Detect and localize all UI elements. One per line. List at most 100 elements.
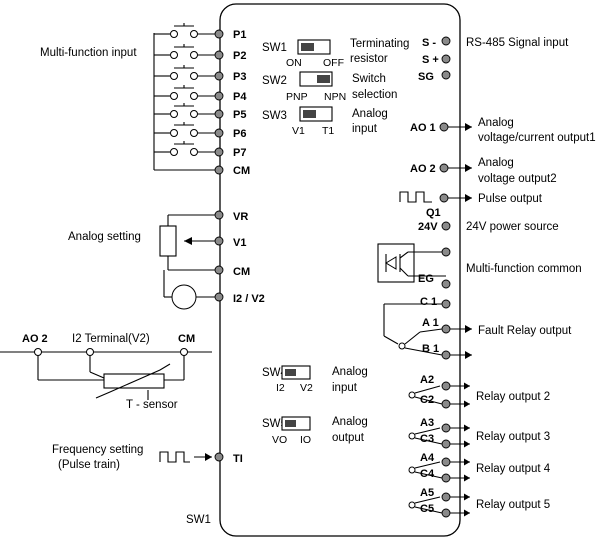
- input-switch-p6: [154, 122, 215, 137]
- terminal-24v[interactable]: 24V: [418, 221, 451, 233]
- ao1-output: AO 1 Analog voltage/current output1: [410, 117, 596, 144]
- switch-sw4[interactable]: SW4 I2 V2 Analog input: [262, 365, 368, 394]
- terminal-i2-v2[interactable]: I2 / V2: [214, 292, 265, 305]
- svg-text:IO: IO: [300, 434, 311, 446]
- svg-text:V1: V1: [233, 237, 246, 249]
- terminal-c1[interactable]: C 1: [420, 296, 451, 309]
- svg-text:V1: V1: [292, 125, 305, 137]
- terminal-ti[interactable]: TI: [214, 452, 243, 465]
- photocoupler: EG Multi-function common: [377, 243, 582, 289]
- relay-4: A4 C4 Relay output 4: [408, 452, 551, 483]
- switch-sw2[interactable]: SW2 PNP NPN Switch selection: [262, 71, 397, 103]
- analog-terminals: VR V1 CM I2 / V2: [214, 210, 265, 305]
- terminal-p4[interactable]: P4: [214, 91, 247, 103]
- svg-text:OFF: OFF: [323, 57, 344, 69]
- input-switch-p5: [154, 103, 215, 118]
- svg-text:A5: A5: [420, 487, 434, 499]
- svg-text:C5: C5: [420, 503, 434, 515]
- terminal-p7[interactable]: P7: [214, 147, 246, 159]
- svg-text:A3: A3: [420, 417, 434, 429]
- svg-text:input: input: [332, 382, 358, 394]
- svg-text:Q1: Q1: [426, 207, 441, 219]
- input-terminals: P1 P2 P3 P4 P5 P6 P7 CM: [214, 29, 250, 177]
- svg-text:A 1: A 1: [422, 317, 439, 329]
- svg-text:P2: P2: [233, 50, 246, 62]
- switch-sw5[interactable]: SW5 VO IO Analog output: [262, 416, 368, 446]
- svg-text:C3: C3: [420, 433, 434, 445]
- svg-text:SW4: SW4: [262, 367, 288, 379]
- svg-text:Analog: Analog: [478, 157, 514, 169]
- terminal-ao2[interactable]: AO 2: [410, 163, 449, 175]
- svg-text:Analog: Analog: [478, 117, 514, 129]
- terminal-p6[interactable]: P6: [214, 128, 246, 140]
- svg-text:AO 2: AO 2: [22, 333, 48, 345]
- svg-text:CM: CM: [233, 165, 250, 177]
- svg-text:A2: A2: [420, 374, 434, 386]
- potentiometer: [159, 214, 219, 310]
- ao2-output: AO 2 Analog voltage output2: [410, 157, 557, 185]
- svg-text:I2 Terminal(V2): I2 Terminal(V2): [72, 333, 150, 345]
- svg-text:P1: P1: [233, 29, 246, 41]
- svg-text:C4: C4: [420, 468, 435, 480]
- svg-text:A4: A4: [420, 452, 435, 464]
- terminal-cm-inputs[interactable]: CM: [214, 165, 250, 177]
- svg-text:NPN: NPN: [324, 91, 346, 103]
- svg-text:SW3: SW3: [262, 110, 287, 122]
- t-sensor-label: T - sensor: [126, 399, 178, 411]
- svg-text:TI: TI: [233, 453, 243, 465]
- svg-text:S +: S +: [422, 54, 439, 66]
- svg-text:VR: VR: [233, 211, 248, 223]
- terminal-v1[interactable]: V1: [214, 236, 246, 249]
- relay-5: A5 C5 Relay output 5: [408, 487, 550, 518]
- terminal-vr[interactable]: VR: [214, 210, 248, 223]
- terminal-p2[interactable]: P2: [214, 50, 246, 62]
- terminal-s-plus[interactable]: S +: [422, 54, 451, 66]
- svg-text:Fault Relay output: Fault Relay output: [478, 325, 572, 337]
- svg-text:Relay output 2: Relay output 2: [476, 391, 550, 403]
- terminal-p1[interactable]: P1: [214, 29, 246, 41]
- svg-text:voltage/current output1: voltage/current output1: [478, 132, 596, 144]
- svg-text:I2: I2: [276, 382, 285, 394]
- terminal-s-minus[interactable]: S -: [422, 36, 451, 49]
- terminal-cm-analog[interactable]: CM: [214, 265, 250, 278]
- svg-text:Analog: Analog: [332, 366, 368, 378]
- svg-text:S -: S -: [422, 37, 436, 49]
- rs485-terminals: S - S + SG RS-485 Signal input: [418, 36, 569, 83]
- svg-text:Switch: Switch: [352, 73, 386, 85]
- svg-text:selection: selection: [352, 89, 397, 101]
- svg-text:CM: CM: [178, 333, 195, 345]
- terminal-sg[interactable]: SG: [418, 70, 451, 83]
- relay-3: A3 C3 Relay output 3: [408, 417, 550, 449]
- svg-text:Terminating: Terminating: [350, 38, 409, 50]
- multifunction-input-label: Multi-function input: [40, 47, 137, 59]
- svg-text:I2 / V2: I2 / V2: [233, 293, 265, 305]
- pulse-output-icon: [399, 191, 432, 203]
- svg-text:24V: 24V: [418, 221, 438, 233]
- svg-text:input: input: [352, 123, 378, 135]
- switch-sw3[interactable]: SW3 V1 T1 Analog input: [262, 106, 388, 137]
- input-switch-p3: [154, 65, 215, 80]
- svg-text:P7: P7: [233, 147, 246, 159]
- terminal-p3[interactable]: P3: [214, 71, 246, 83]
- svg-text:AO 2: AO 2: [410, 163, 436, 175]
- frequency-setting-label: Frequency setting: [52, 444, 143, 456]
- svg-text:Relay output 4: Relay output 4: [476, 463, 551, 475]
- input-switch-p1: [154, 23, 215, 38]
- svg-text:C 1: C 1: [420, 296, 437, 308]
- svg-text:P3: P3: [233, 71, 246, 83]
- switch-sw1[interactable]: SW1 ON OFF Terminating resistor: [262, 38, 409, 69]
- svg-text:Analog: Analog: [332, 416, 368, 428]
- svg-text:T1: T1: [322, 125, 334, 137]
- relay-outputs: A2 C2 Relay output 2 A3 C3 Relay output …: [408, 374, 551, 518]
- svg-text:Relay output 3: Relay output 3: [476, 431, 550, 443]
- terminal-eg[interactable]: EG: [418, 273, 451, 289]
- svg-text:ON: ON: [286, 57, 302, 69]
- svg-text:VO: VO: [272, 434, 287, 446]
- svg-text:EG: EG: [418, 273, 434, 285]
- svg-text:Multi-function common: Multi-function common: [466, 263, 582, 275]
- svg-text:V2: V2: [300, 382, 313, 394]
- terminal-a1[interactable]: A 1: [422, 317, 451, 334]
- thermistor-circuit: AO 2 I2 Terminal(V2) CM T - sensor: [0, 333, 212, 411]
- terminal-p5[interactable]: P5: [214, 109, 246, 121]
